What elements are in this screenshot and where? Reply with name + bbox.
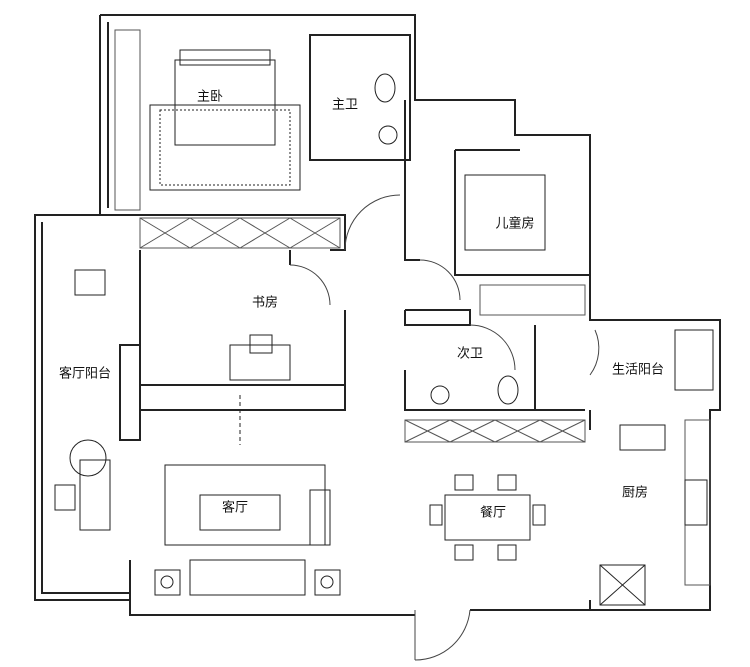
room-label-living-room: 客厅 (221, 500, 249, 516)
dining-table (444, 494, 531, 541)
room-label-living-balcony: 客厅阳台 (58, 366, 112, 382)
sofa (189, 559, 306, 596)
room-label-study: 书房 (251, 295, 279, 311)
room-label-kitchen: 厨房 (621, 485, 649, 501)
master-bed (149, 49, 301, 191)
room-label-kids-room: 儿童房 (495, 216, 535, 232)
room-label-utility-balcony: 生活阳台 (611, 362, 665, 378)
wardrobes (114, 29, 711, 586)
doors (289, 194, 600, 661)
room-label-dining-room: 餐厅 (479, 505, 507, 521)
walls (34, 14, 721, 616)
kids-bed (464, 174, 546, 251)
room-label-master-bath: 主卫 (331, 97, 359, 113)
room-label-master-bedroom: 主卧 (196, 89, 224, 105)
room-label-second-bath: 次卫 (456, 346, 484, 362)
